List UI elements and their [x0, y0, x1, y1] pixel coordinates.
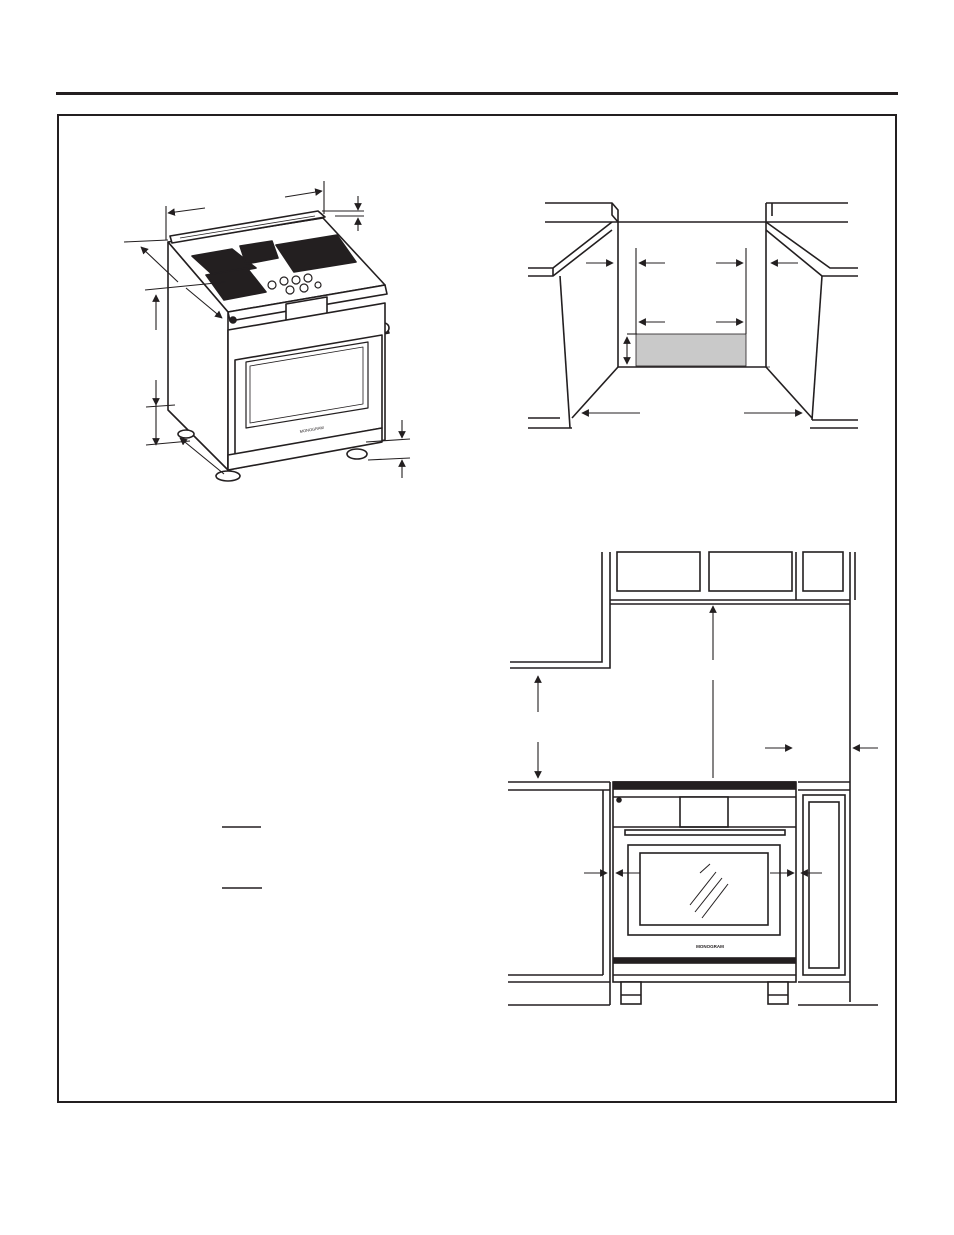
range-isometric-drawing [167, 210, 390, 482]
range-front-drawing [612, 781, 797, 1005]
range-front-brand-label: MONOGRAM [696, 944, 724, 949]
cutout-dimension-lines [581, 248, 803, 417]
range-brand-label: MONOGRAM [299, 425, 324, 434]
electrical-outlet-zone [635, 333, 747, 367]
control-knobs [267, 273, 322, 295]
cutout-drawing [528, 202, 858, 429]
page-header-rule [56, 92, 898, 95]
base-cabinets [508, 781, 878, 1006]
clearance-dimension-lines [534, 605, 878, 877]
fraction-bars [222, 826, 262, 889]
dimension-lines [123, 181, 411, 478]
wall-cabinets [510, 551, 856, 1002]
content-frame [57, 114, 897, 1103]
